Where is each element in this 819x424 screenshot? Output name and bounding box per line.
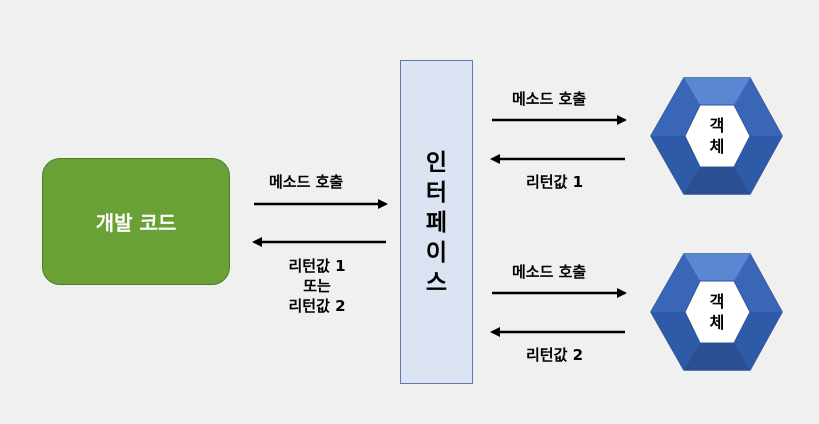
interface-char: 터 <box>425 180 448 206</box>
interface-char: 인 <box>425 150 448 176</box>
object-2-return-label: 리턴값 2 <box>526 346 584 364</box>
object-1-method-call-label: 메소드 호출 <box>512 90 587 108</box>
method-call-label: 메소드 호출 <box>269 173 344 191</box>
interface-char: 이 <box>425 240 448 266</box>
object-1-label-char: 체 <box>709 137 725 156</box>
object-2-label-char: 객 <box>709 292 725 311</box>
dev-code-box: 개발 코드 <box>42 158 230 285</box>
object-2-method-call-label: 메소드 호출 <box>512 263 587 281</box>
interface-box: 인 터 페 이 스 <box>400 60 473 384</box>
object-1-return-label: 리턴값 1 <box>526 173 584 191</box>
object-2-label-char: 체 <box>709 313 725 332</box>
or-label: 또는 <box>303 277 331 295</box>
interface-char: 스 <box>425 270 448 296</box>
interface-char: 페 <box>425 210 448 236</box>
return-value-1-label: 리턴값 1 <box>288 257 346 275</box>
return-value-2-label: 리턴값 2 <box>288 297 346 315</box>
object-2-hexagon-icon <box>650 253 783 371</box>
dev-code-label: 개발 코드 <box>95 211 177 235</box>
object-1-label-char: 객 <box>709 116 725 135</box>
object-1-hexagon-icon <box>650 77 783 195</box>
